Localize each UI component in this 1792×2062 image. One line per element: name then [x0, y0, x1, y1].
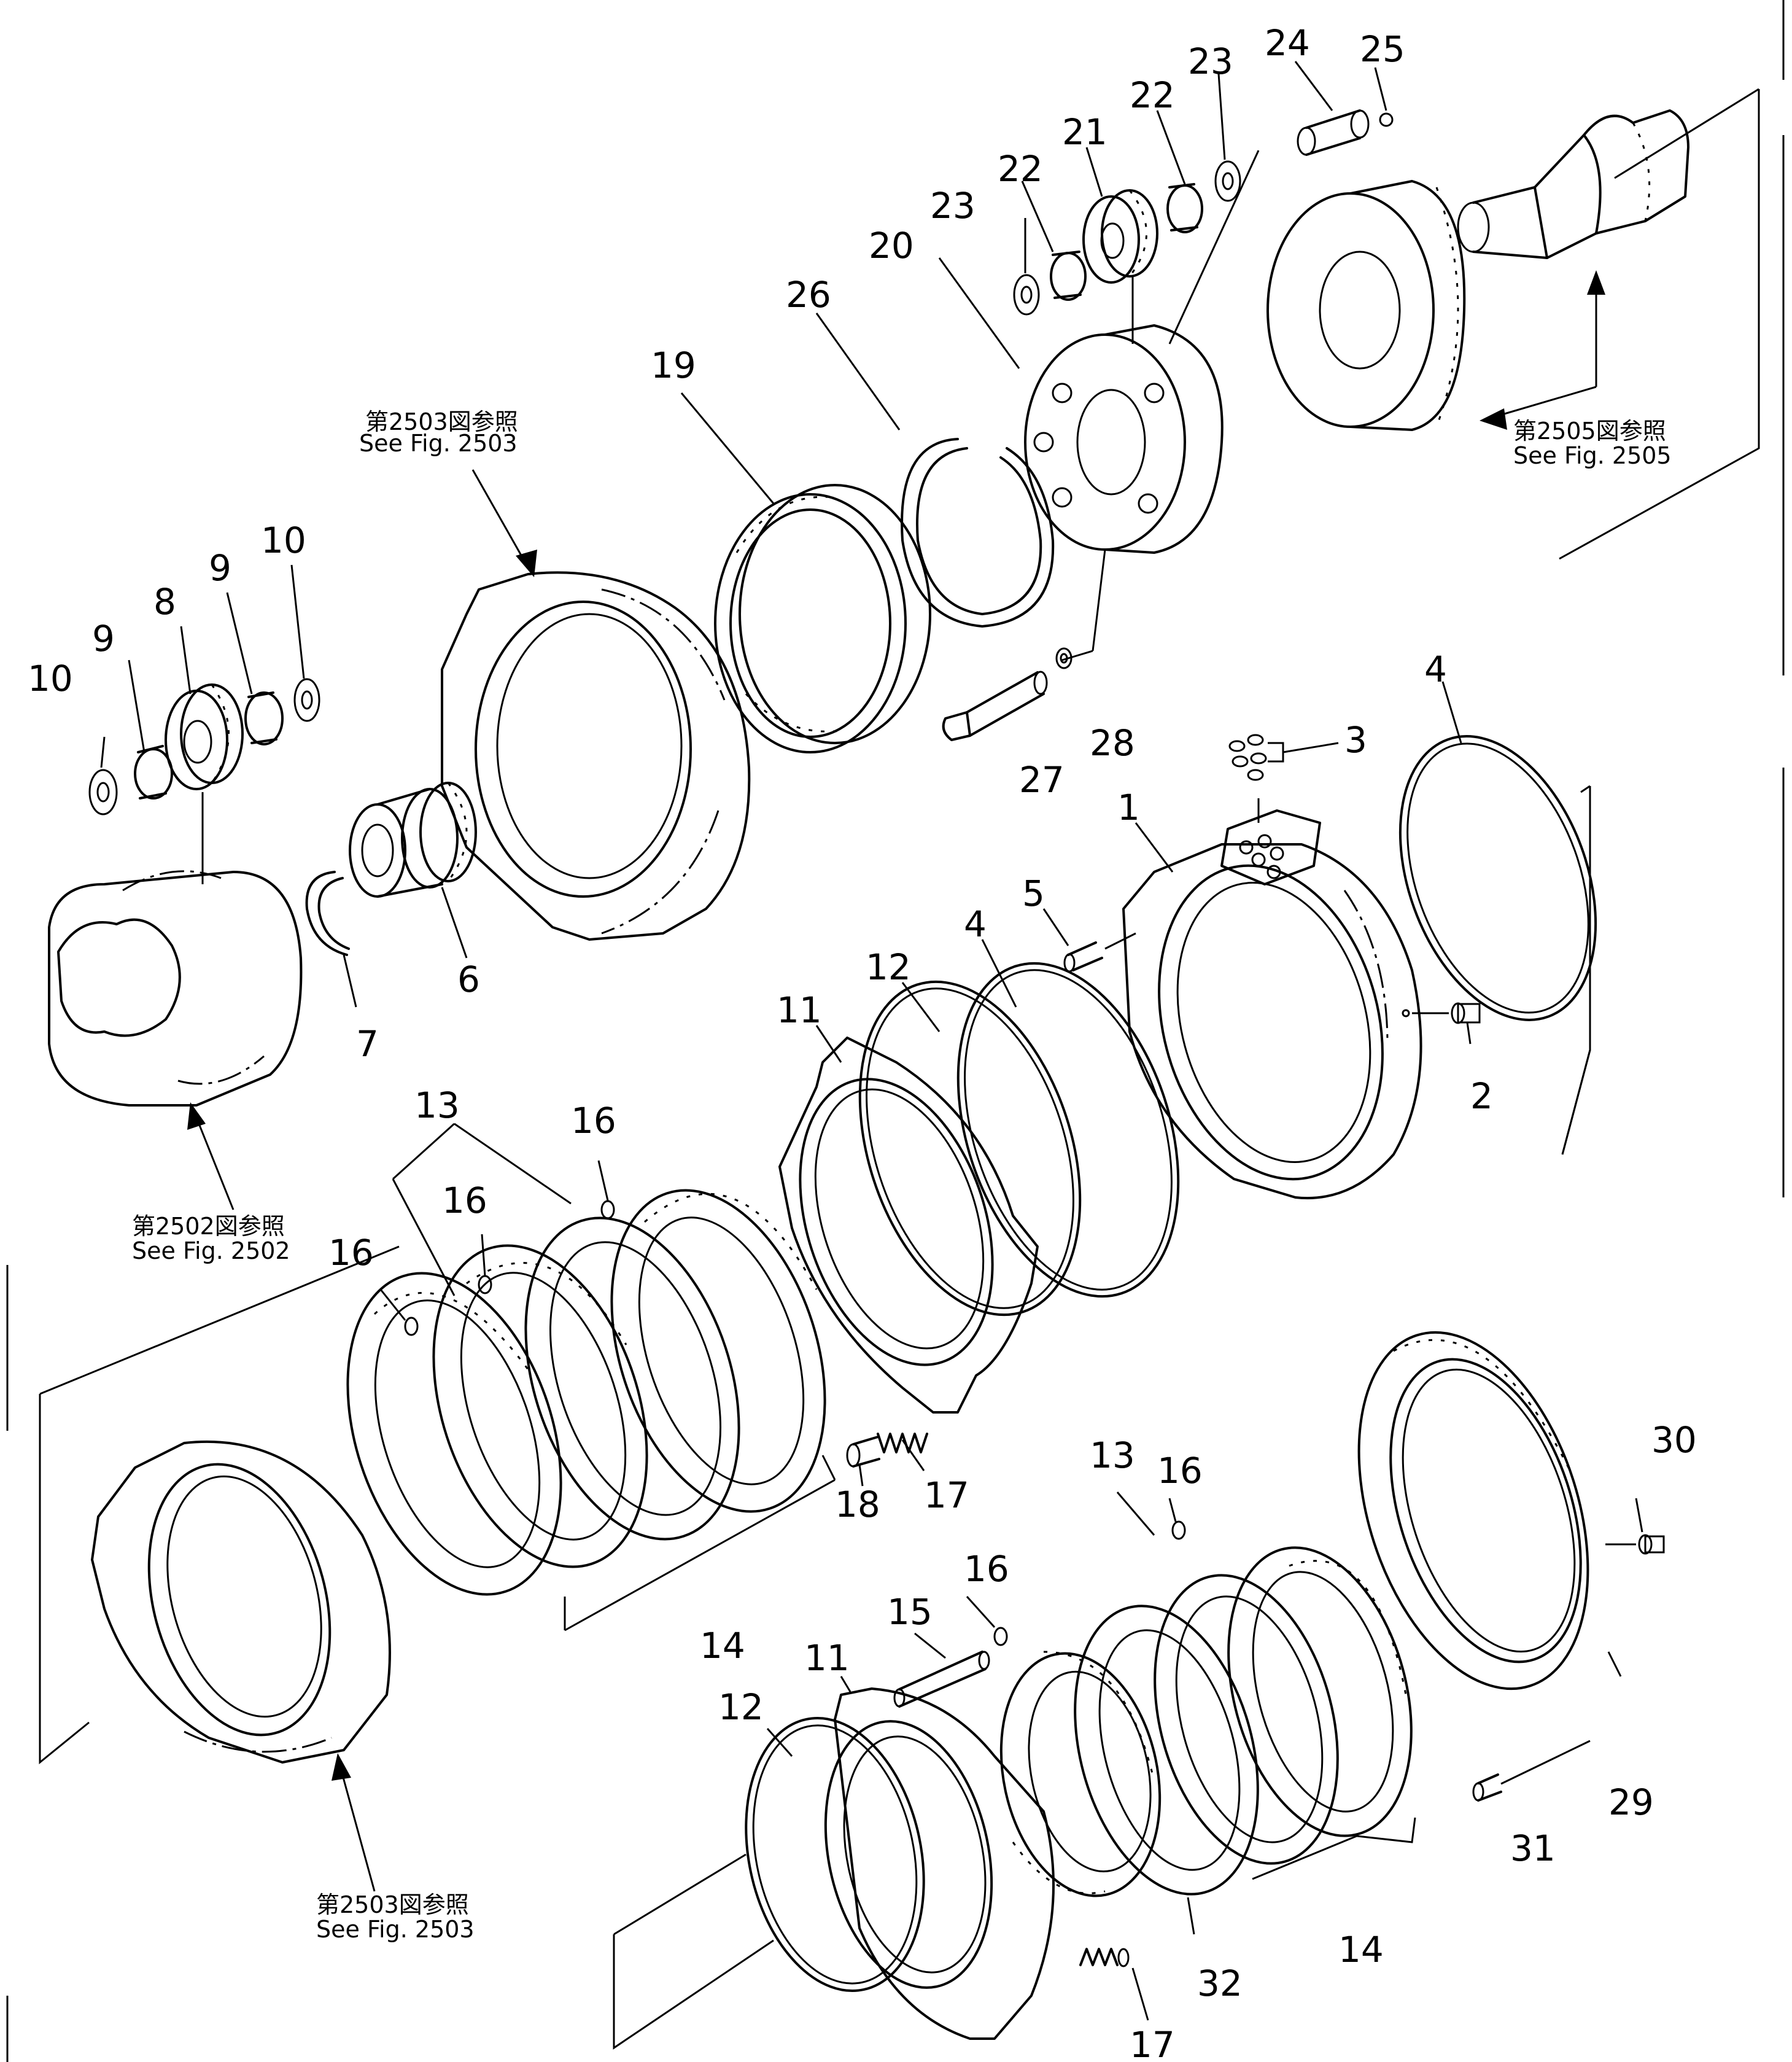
label-3: 3: [1344, 719, 1367, 761]
bolt-27: [942, 647, 1072, 741]
pin-15: [893, 1651, 990, 1708]
label-14-top: 14: [700, 1625, 745, 1667]
label-25: 25: [1360, 28, 1405, 70]
label-19: 19: [651, 344, 696, 386]
label-15: 15: [887, 1591, 933, 1633]
label-10-left: 10: [28, 658, 73, 699]
end-plate-29: [1357, 1331, 1665, 1690]
label-32: 32: [1197, 1963, 1243, 2004]
label-1: 1: [1117, 787, 1140, 828]
plug-2: [1402, 1002, 1481, 1024]
spring-17-bottom: [1079, 1948, 1130, 1967]
label-10-right: 10: [261, 519, 306, 561]
ref-2502-en: See Fig. 2502: [132, 1237, 290, 1264]
label-5: 5: [1022, 873, 1045, 914]
hub-gear-32: [999, 1651, 1162, 1897]
label-22-right: 22: [1130, 74, 1175, 116]
label-12-bottom: 12: [718, 1686, 764, 1728]
drum-2505: [1266, 180, 1466, 431]
label-4-mid: 4: [964, 903, 987, 945]
ring-gear-19: [714, 484, 931, 753]
piston-11-bottom: [824, 1687, 1055, 2040]
planet-carrier-20: [1024, 324, 1224, 661]
label-23-right: 23: [1188, 41, 1233, 82]
ref-2505-en: See Fig. 2505: [1513, 442, 1672, 469]
ref-2503-top-en: See Fig. 2503: [359, 430, 518, 457]
carrier-housing-2502: [48, 792, 303, 1107]
label-17-mid: 17: [924, 1474, 969, 1516]
frame-lines: [6, 0, 1785, 2062]
label-9-right: 9: [209, 547, 231, 589]
spring-bolt-17-18: [846, 1433, 928, 1468]
label-21: 21: [1062, 111, 1107, 153]
label-8: 8: [153, 581, 176, 623]
label-11-bottom: 11: [804, 1637, 850, 1679]
output-shaft-2505: [1457, 109, 1689, 259]
o-ring-4-mid: [956, 962, 1180, 1298]
label-16-e: 16: [964, 1548, 1009, 1590]
ref-2505-jp: 第2505図参照: [1513, 418, 1666, 445]
gear-part-8: [88, 678, 320, 815]
label-24: 24: [1265, 22, 1310, 64]
label-16-a: 16: [571, 1100, 616, 1142]
label-16-d: 16: [1157, 1450, 1203, 1492]
clutch-housing-1: [1122, 798, 1422, 1200]
label-12-mid: 12: [866, 946, 911, 988]
pin-31: [1472, 1740, 1591, 1802]
ref-2503-bottom-en: See Fig. 2503: [316, 1916, 475, 1943]
label-9-left: 9: [92, 618, 115, 659]
reference-arrows: [187, 270, 1605, 1892]
label-26: 26: [786, 274, 831, 316]
o-ring-4-right: [1398, 735, 1597, 1021]
label-11-mid: 11: [777, 989, 822, 1031]
carrier-plate-2503-top: [441, 571, 751, 941]
label-28: 28: [1090, 722, 1135, 764]
label-30: 30: [1651, 1419, 1697, 1461]
label-23-left: 23: [930, 185, 976, 227]
carrier-plate-2503-bottom: [91, 1440, 391, 1764]
label-7: 7: [356, 1023, 379, 1065]
snap-ring-26: [901, 438, 1055, 628]
ref-2503-top-jp: 第2503図参照: [365, 408, 518, 435]
label-4-right: 4: [1424, 648, 1447, 690]
ref-2502-jp: 第2502図参照: [132, 1213, 285, 1240]
figure-references: 第2503図参照 See Fig. 2503 第2505図参照 See Fig.…: [132, 408, 1672, 1943]
label-18: 18: [835, 1484, 880, 1525]
label-22-left: 22: [998, 148, 1043, 190]
clutch-disc-pack-upper: [346, 1189, 836, 1632]
label-31: 31: [1510, 1827, 1556, 1869]
label-16-c: 16: [328, 1232, 374, 1274]
label-2: 2: [1470, 1075, 1493, 1117]
snap-ring-7: [305, 871, 357, 1008]
leader-lines: [100, 61, 1643, 2021]
ring-12-mid: [858, 980, 1082, 1317]
shaft-pin-24: [1297, 109, 1394, 156]
part-number-labels: 10 9 8 9 10 7 6 19 26 20 23 22 21 22 23 …: [28, 22, 1697, 2062]
label-20: 20: [869, 225, 914, 267]
gear-part-6: [349, 782, 477, 959]
label-14-bottom: 14: [1338, 1929, 1384, 1971]
ring-12-bottom: [745, 1717, 925, 1992]
o-rings-3: [1228, 734, 1339, 781]
label-13-bottom: 13: [1090, 1434, 1135, 1476]
label-6: 6: [457, 959, 480, 1000]
label-29: 29: [1608, 1781, 1654, 1823]
clutch-disc-pack-lower: [1074, 1546, 1416, 1896]
ref-2503-bottom-jp: 第2503図参照: [316, 1891, 469, 1918]
piston-plate-11-top: [778, 1037, 1039, 1414]
planet-gear-21: [1013, 150, 1260, 344]
label-13-top: 13: [414, 1084, 460, 1126]
label-17-bottom: 17: [1130, 2024, 1175, 2062]
label-16-b: 16: [442, 1180, 487, 1221]
label-27: 27: [1019, 759, 1065, 801]
